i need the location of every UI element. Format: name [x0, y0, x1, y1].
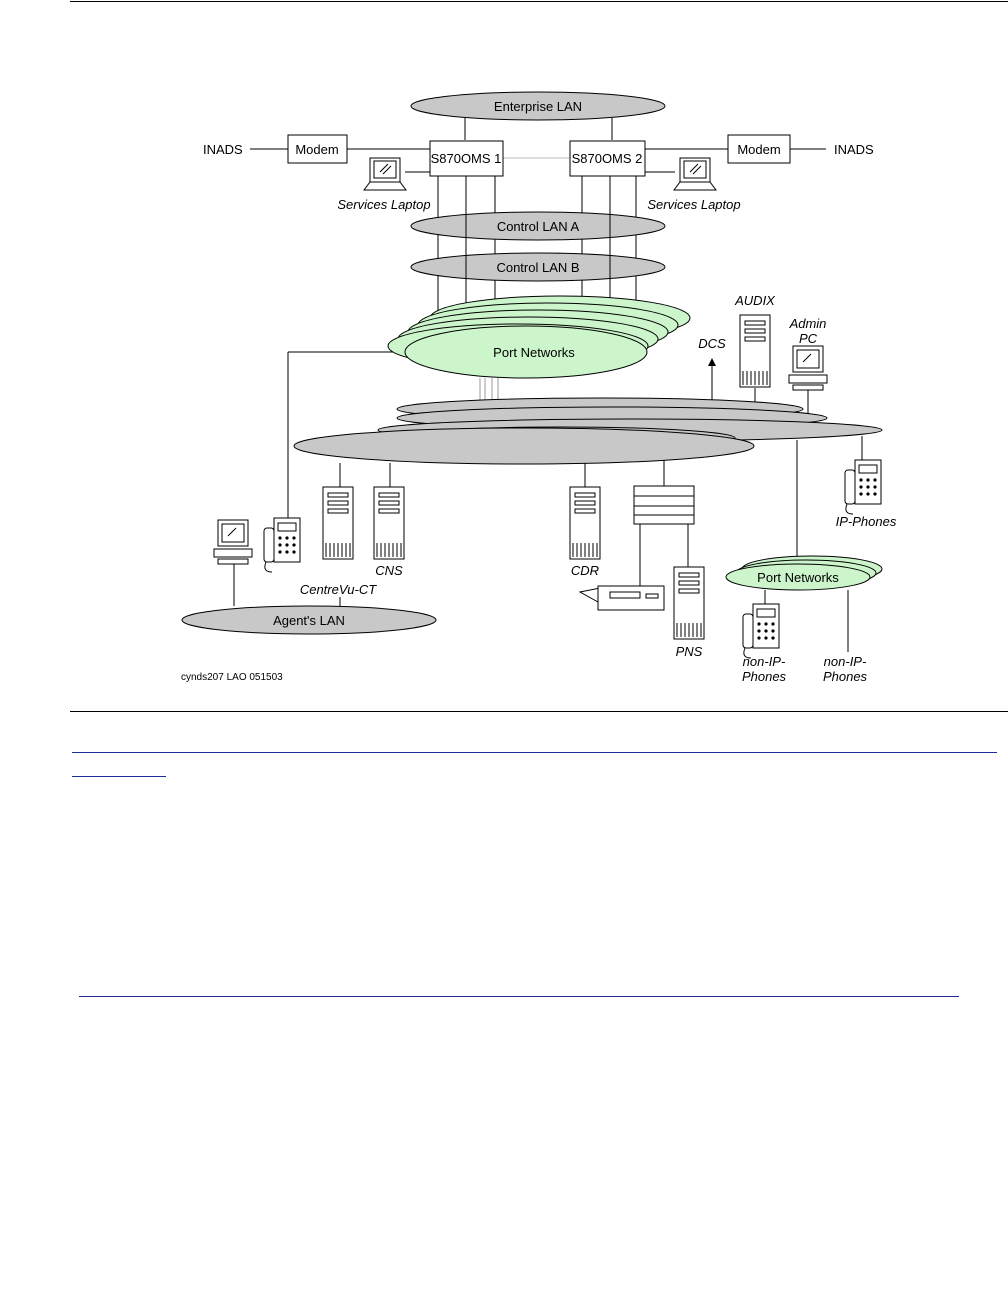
admin-pc-label-line1: Admin	[789, 316, 827, 331]
port-networks-stack	[387, 295, 691, 379]
enterprise-lan	[410, 91, 666, 121]
modem-right-label: Modem	[737, 142, 780, 157]
pns-server-icon	[673, 566, 705, 640]
control-lan-a-label: Control LAN A	[497, 219, 580, 234]
services-laptop-left-label: Services Laptop	[337, 197, 430, 212]
audix-label: AUDIX	[734, 293, 776, 308]
non-ip-phones-1-line2: Phones	[742, 669, 787, 684]
port-networks-main	[404, 325, 648, 379]
agents-lan	[181, 605, 437, 635]
control-lan-b-label: Control LAN B	[496, 260, 579, 275]
centrevu-server-icon	[322, 486, 354, 560]
agents-lan-label: Agent's LAN	[273, 613, 345, 628]
cns-label: CNS	[375, 563, 403, 578]
dcs-label: DCS	[698, 336, 726, 351]
port-networks-remote-label: Port Networks	[757, 570, 839, 585]
server-1-box	[429, 140, 504, 177]
pns-label: PNS	[676, 644, 703, 659]
ip-phone-icon	[844, 459, 882, 515]
modem-left-label: Modem	[295, 142, 338, 157]
non-ip-phones-2-line2: Phones	[823, 669, 868, 684]
laptop-icon	[363, 157, 407, 191]
printer-icon	[578, 585, 665, 611]
hyperlink-underline-1[interactable]	[72, 752, 997, 753]
agent-phone-icon	[263, 517, 301, 573]
hyperlink-underline-3[interactable]	[79, 996, 959, 997]
bottom-lan	[293, 427, 755, 465]
enterprise-lan-label: Enterprise LAN	[494, 99, 582, 114]
server-2-label: S870OMS 2	[572, 151, 643, 166]
top-rule	[70, 1, 1008, 2]
bottom-rule	[70, 711, 1008, 712]
port-networks-remote	[725, 563, 871, 591]
modem-left-box	[287, 134, 348, 164]
non-ip-phones-1-line1: non-IP-	[743, 654, 786, 669]
control-lan-b	[410, 252, 666, 282]
non-ip-phones-2-line1: non-IP-	[824, 654, 867, 669]
ip-phones-label: IP-Phones	[836, 514, 897, 529]
laptop-icon	[673, 157, 717, 191]
server-2-box	[569, 140, 646, 177]
modem-right-box	[727, 134, 791, 164]
cns-server-icon	[373, 486, 405, 560]
hyperlink-underline-2[interactable]	[72, 776, 166, 777]
agent-desktop-icon	[213, 519, 253, 565]
port-networks-main-label: Port Networks	[493, 345, 575, 360]
lan-cluster	[293, 397, 883, 465]
admin-pc-icon	[788, 345, 828, 391]
figure-id: cynds207 LAO 051503	[181, 672, 283, 683]
inads-left-label: INADS	[203, 142, 243, 157]
control-lan-a	[410, 211, 666, 241]
port-networks-remote-stack	[725, 555, 883, 591]
cdr-label: CDR	[571, 563, 599, 578]
inads-right-label: INADS	[834, 142, 874, 157]
non-ip-phone-icon	[742, 603, 780, 659]
cdr-server-icon	[569, 486, 601, 560]
pns-rack	[633, 485, 695, 525]
server-1-label: S870OMS 1	[431, 151, 502, 166]
admin-pc-label-line2: PC	[799, 331, 818, 346]
services-laptop-right-label: Services Laptop	[647, 197, 740, 212]
audix-server-icon	[739, 314, 771, 388]
centrevu-label: CentreVu-CT	[300, 582, 377, 597]
